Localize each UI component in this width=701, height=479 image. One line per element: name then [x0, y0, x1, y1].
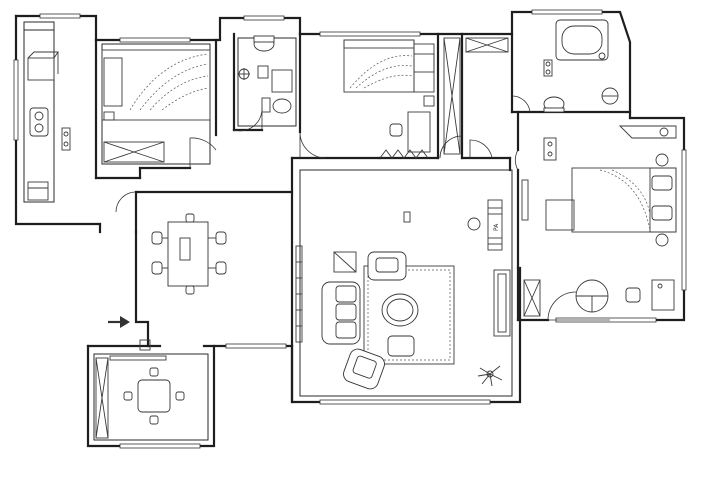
kitchen: [23, 21, 71, 203]
dining-area: [151, 213, 227, 295]
bedroom-2: [343, 39, 435, 159]
balcony: [93, 339, 209, 441]
bedroom-1: [101, 43, 211, 165]
tv-wall-mark: PA: [493, 223, 500, 231]
arrow-right-icon: [108, 316, 130, 328]
plant-icon: [477, 365, 503, 387]
bathroom: [237, 35, 297, 127]
master-bedroom: [521, 125, 677, 317]
master-bath: [543, 19, 619, 113]
living-room: PA: [295, 169, 513, 397]
hall-closet: [443, 37, 509, 155]
